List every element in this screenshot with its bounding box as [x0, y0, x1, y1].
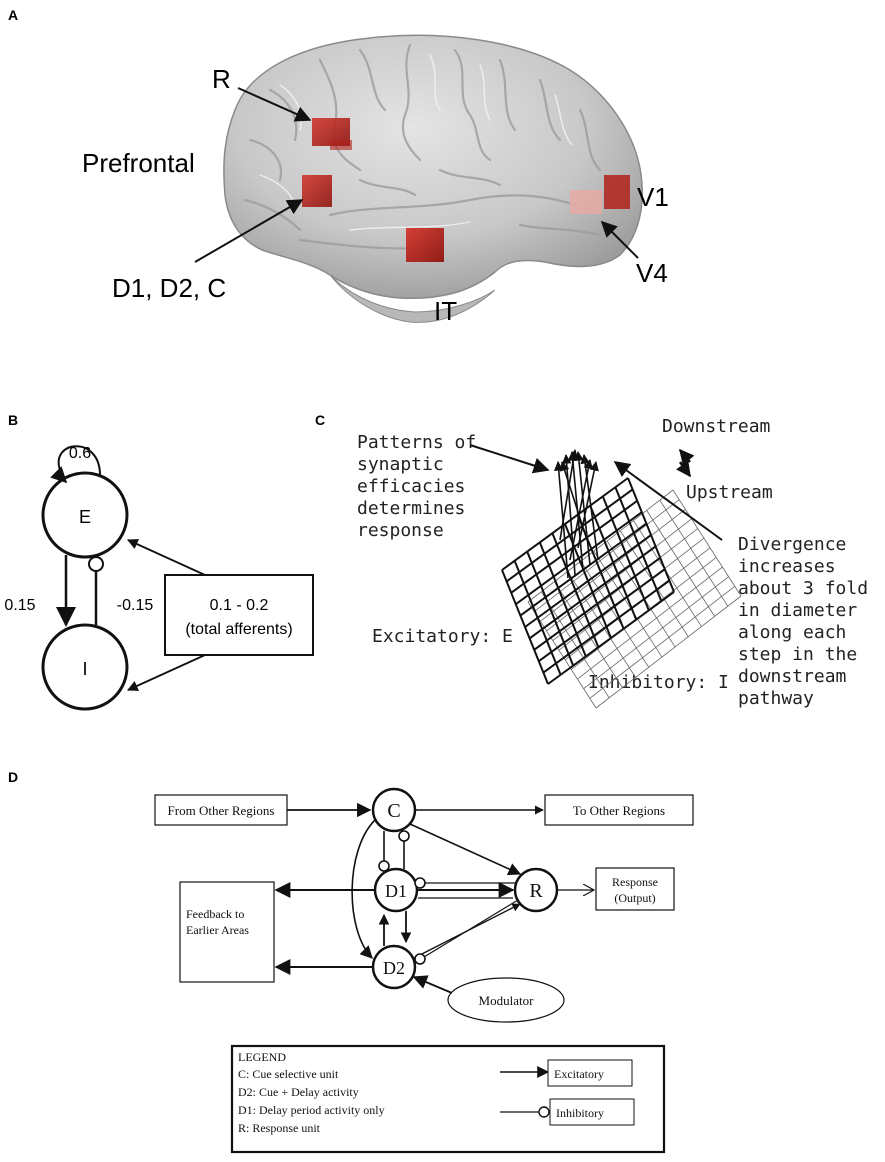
afferent-line-1: 0.1 - 0.2 [210, 597, 269, 614]
feedback-line-2: Earlier Areas [186, 923, 249, 937]
panel-b: B E I 0.6 0.15 -0.15 0.1 - 0.2 (total af… [4, 412, 314, 711]
node-i-label: I [82, 659, 87, 679]
divergence-line-8: pathway [738, 688, 814, 709]
panel-a: A [8, 7, 669, 326]
upstream-label: Upstream [686, 482, 773, 503]
divergence-line-1: Divergence [738, 534, 846, 555]
node-e [41, 471, 129, 559]
i-to-e-weight: -0.15 [117, 597, 154, 614]
patterns-line-5: response [357, 520, 444, 541]
label-v4: V4 [636, 258, 668, 288]
label-v1: V1 [637, 182, 669, 212]
legend-excitatory-box [547, 1059, 633, 1087]
node-i [41, 623, 129, 711]
excitatory-grid [501, 477, 675, 685]
divergence-line-7: downstream [738, 666, 846, 687]
to-other-box [544, 794, 694, 826]
modulator-ellipse [447, 977, 565, 1023]
panel-b-letter: B [8, 412, 18, 428]
from-other-label: From Other Regions [168, 803, 275, 818]
legend-excitatory: Excitatory [554, 1067, 604, 1081]
patterns-line-3: efficacies [357, 476, 465, 497]
divergence-line-2: increases [738, 556, 836, 577]
node-r-label: R [529, 880, 543, 902]
downstream-label: Downstream [662, 416, 770, 437]
divergence-line-5: along each [738, 622, 846, 643]
brain-image [223, 34, 644, 323]
legend-item-d1: D1: Delay period activity only [238, 1103, 385, 1117]
fiber-bundle [553, 449, 599, 579]
label-d1d2c: D1, D2, C [112, 273, 226, 303]
panel-d: D From Other Regions To Other Regions C … [8, 769, 694, 1154]
node-d2-label: D2 [383, 958, 405, 978]
patterns-line-2: synaptic [357, 454, 444, 475]
panel-c: C Patterns of synaptic efficacies determ… [315, 412, 868, 709]
divergence-line-3: about 3 fold [738, 578, 868, 599]
node-d1-label: D1 [385, 881, 407, 901]
legend-inhibitory: Inhibitory [556, 1106, 604, 1120]
patterns-line-4: determines [357, 498, 465, 519]
e-to-i-weight: 0.15 [4, 597, 35, 614]
feedback-box [179, 881, 275, 983]
inhibitory-label: Inhibitory: I [588, 672, 729, 693]
afferent-line-2: (total afferents) [185, 621, 292, 638]
panel-c-letter: C [315, 412, 325, 428]
panel-a-letter: A [8, 7, 18, 23]
self-weight: 0.6 [69, 445, 91, 462]
response-line-2: (Output) [614, 891, 655, 905]
node-e-label: E [79, 507, 91, 527]
excitatory-label: Excitatory: E [372, 626, 513, 647]
divergence-line-4: in diameter [738, 600, 857, 621]
patterns-line-1: Patterns of [357, 432, 476, 453]
label-r: R [212, 64, 231, 94]
legend-item-c: C: Cue selective unit [238, 1067, 339, 1081]
divergence-line-6: step in the [738, 644, 857, 665]
to-other-label: To Other Regions [573, 803, 665, 818]
label-prefrontal: Prefrontal [82, 148, 195, 178]
label-it: IT [434, 296, 457, 326]
panel-d-letter: D [8, 769, 18, 785]
legend-title: LEGEND [238, 1050, 286, 1064]
legend-item-d2: D2: Cue + Delay activity [238, 1085, 359, 1099]
response-box [595, 867, 675, 911]
response-line-1: Response [612, 875, 658, 889]
legend-inhibitory-box [549, 1098, 635, 1126]
legend-item-r: R: Response unit [238, 1121, 321, 1135]
node-c [371, 787, 417, 833]
node-c-label: C [387, 800, 400, 822]
from-other-box [154, 794, 288, 826]
modulator-label: Modulator [479, 993, 535, 1008]
afferent-box [164, 574, 314, 656]
feedback-line-1: Feedback to [186, 907, 244, 921]
